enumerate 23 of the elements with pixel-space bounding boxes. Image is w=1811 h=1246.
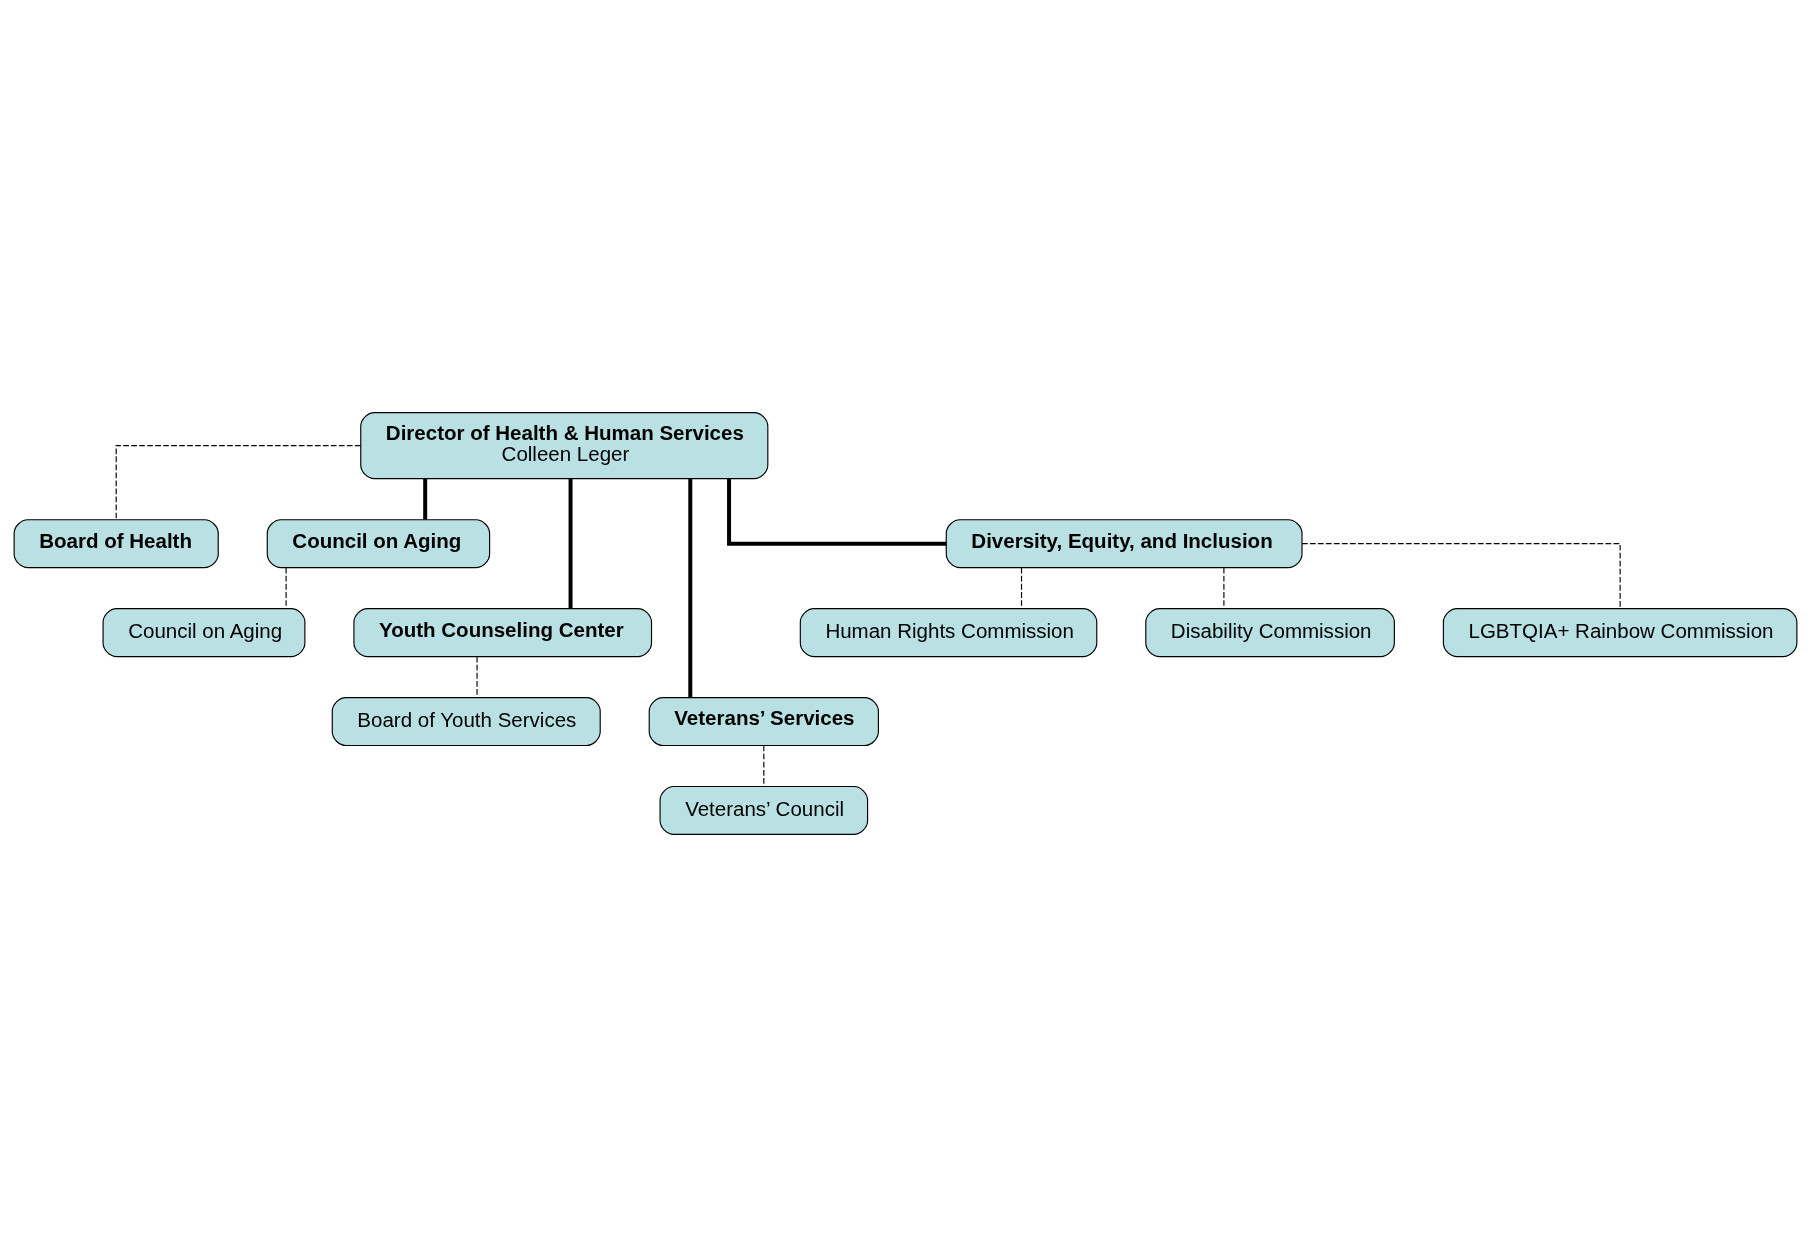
connector [1301,542,1621,609]
node-box: Veterans’ Services [648,696,879,746]
node-box: Diversity, Equity, and Inclusion [945,518,1303,568]
connector [1020,566,1023,609]
connector [476,655,478,698]
node-box: LGBTQIA+ Rainbow Commission [1442,607,1798,657]
node-box: Board of Health [13,518,219,568]
connector [285,566,287,609]
connector [423,478,428,519]
node-box: Youth Counseling Center [353,607,653,657]
connector [727,478,947,546]
connector [688,478,693,697]
node-box: Disability Commission [1145,607,1395,657]
connector [568,478,573,608]
node-box: Council on Aging [266,518,491,568]
node-box: Board of Youth Services [331,696,601,746]
node-box: Veterans’ Council [659,785,869,835]
connector [115,444,362,520]
node-box: Human Rights Commission [799,607,1098,657]
connector [1223,566,1225,609]
connector [763,744,765,787]
node-box: Council on Aging [102,607,306,657]
node-box: Director of Health & Human Services Colleen Leger [360,411,769,479]
